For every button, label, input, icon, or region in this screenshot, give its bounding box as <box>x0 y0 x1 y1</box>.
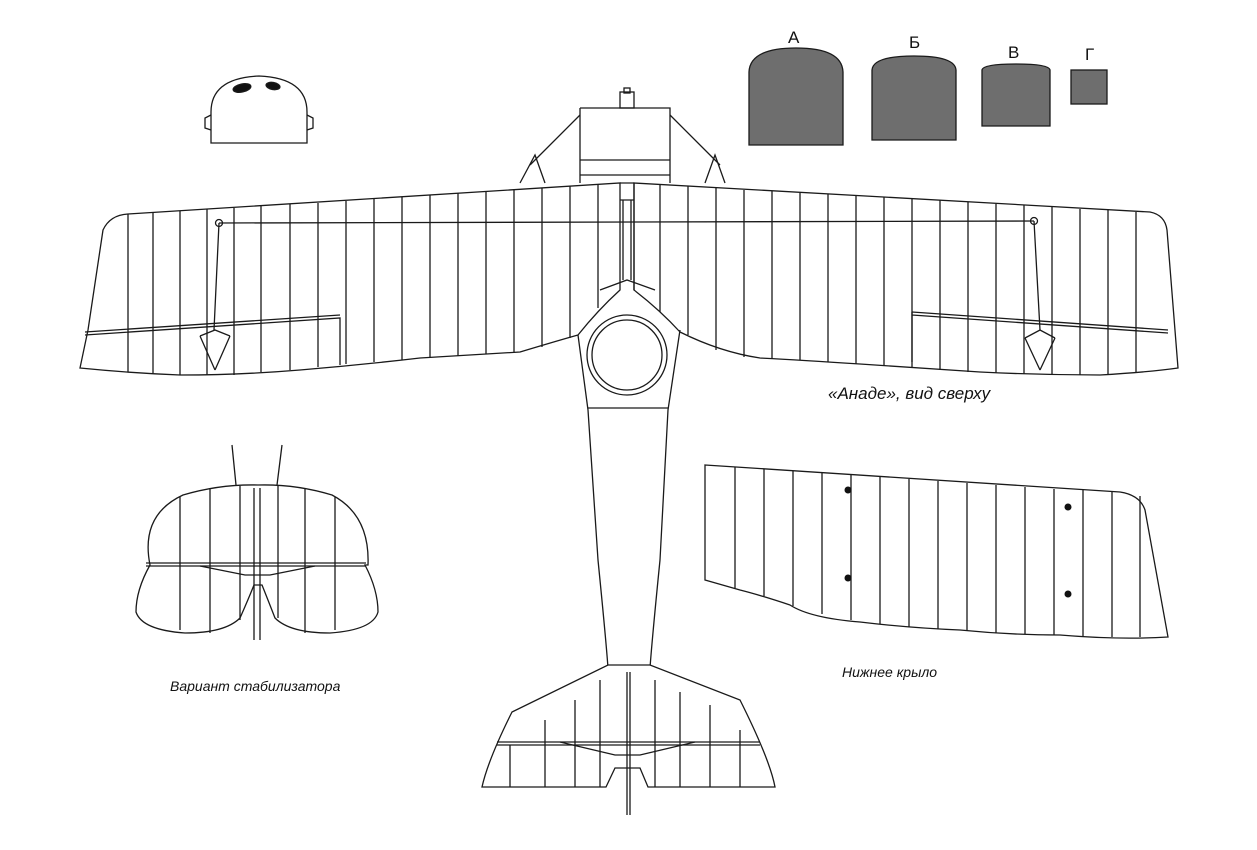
section-a-shape <box>748 47 844 146</box>
main-caption: «Анаде», вид сверху <box>828 384 991 403</box>
section-b-shape <box>871 55 957 141</box>
stabilizer-caption: Вариант стабилизатора <box>170 678 341 694</box>
cowling-front-view <box>204 75 314 144</box>
section-g-label: Г <box>1085 45 1095 64</box>
fuselage <box>519 87 726 669</box>
section-b-label: Б <box>909 33 921 52</box>
lower-wing <box>704 464 1169 639</box>
section-v-label: В <box>1008 43 1020 62</box>
tail-plane <box>481 664 776 815</box>
lower-wing-caption: Нижнее крыло <box>842 664 938 680</box>
section-v-shape <box>981 63 1051 127</box>
upper-wing <box>79 182 1179 376</box>
section-a-label: А <box>788 28 800 47</box>
stabilizer-variant <box>135 444 379 640</box>
cross-sections <box>748 47 1108 146</box>
section-g-shape <box>1070 69 1108 105</box>
